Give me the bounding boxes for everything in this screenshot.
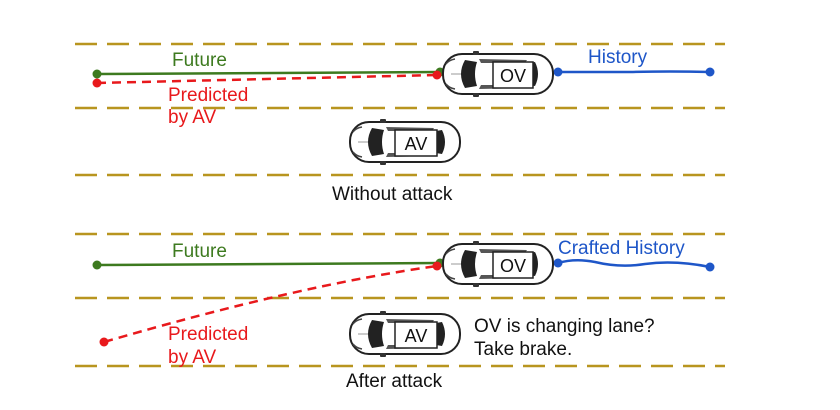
- history-label: History: [588, 47, 648, 68]
- future-endpoint: [92, 69, 102, 79]
- predicted-label-line2: by AV: [168, 107, 217, 128]
- caption-without-attack: Without attack: [332, 184, 453, 205]
- predicted-startpoint: [432, 261, 442, 271]
- bottom-panel: OV AV Future Predicted by AV Crafted His…: [75, 232, 725, 392]
- predicted-trajectory: [103, 264, 438, 344]
- history-endpoint: [705, 262, 715, 272]
- av-thought-line1: OV is changing lane?: [474, 316, 655, 337]
- future-label: Future: [172, 50, 227, 71]
- predicted-endpoint: [92, 78, 102, 88]
- history-startpoint: [553, 258, 563, 268]
- av-label: AV: [405, 134, 428, 154]
- top-panel: OV AV Future Predicted by AV History Wit…: [75, 42, 725, 205]
- ov-car: OV: [442, 50, 554, 98]
- crafted-history-label: Crafted History: [558, 238, 685, 259]
- predicted-label-line1: Predicted: [168, 85, 248, 106]
- history-trajectory: [558, 70, 711, 74]
- predicted-trajectory: [96, 73, 438, 85]
- av-label: AV: [405, 326, 428, 346]
- av-car: AV: [349, 118, 461, 166]
- ov-label: OV: [500, 66, 526, 86]
- ov-car: OV: [442, 240, 554, 288]
- future-trajectory: [96, 261, 441, 267]
- ov-label: OV: [500, 256, 526, 276]
- caption-after-attack: After attack: [346, 371, 443, 392]
- future-label: Future: [172, 241, 227, 262]
- future-endpoint: [92, 260, 102, 270]
- av-thought-line2: Take brake.: [474, 339, 572, 360]
- history-startpoint: [553, 67, 563, 77]
- predicted-label-line1: Predicted: [168, 324, 248, 345]
- crafted-history-trajectory: [557, 259, 711, 269]
- history-endpoint: [705, 67, 715, 77]
- predicted-endpoint: [99, 337, 109, 347]
- av-car: AV: [349, 310, 461, 358]
- predicted-startpoint: [432, 70, 442, 80]
- predicted-label-line2: by AV: [168, 347, 217, 368]
- future-trajectory: [96, 70, 441, 76]
